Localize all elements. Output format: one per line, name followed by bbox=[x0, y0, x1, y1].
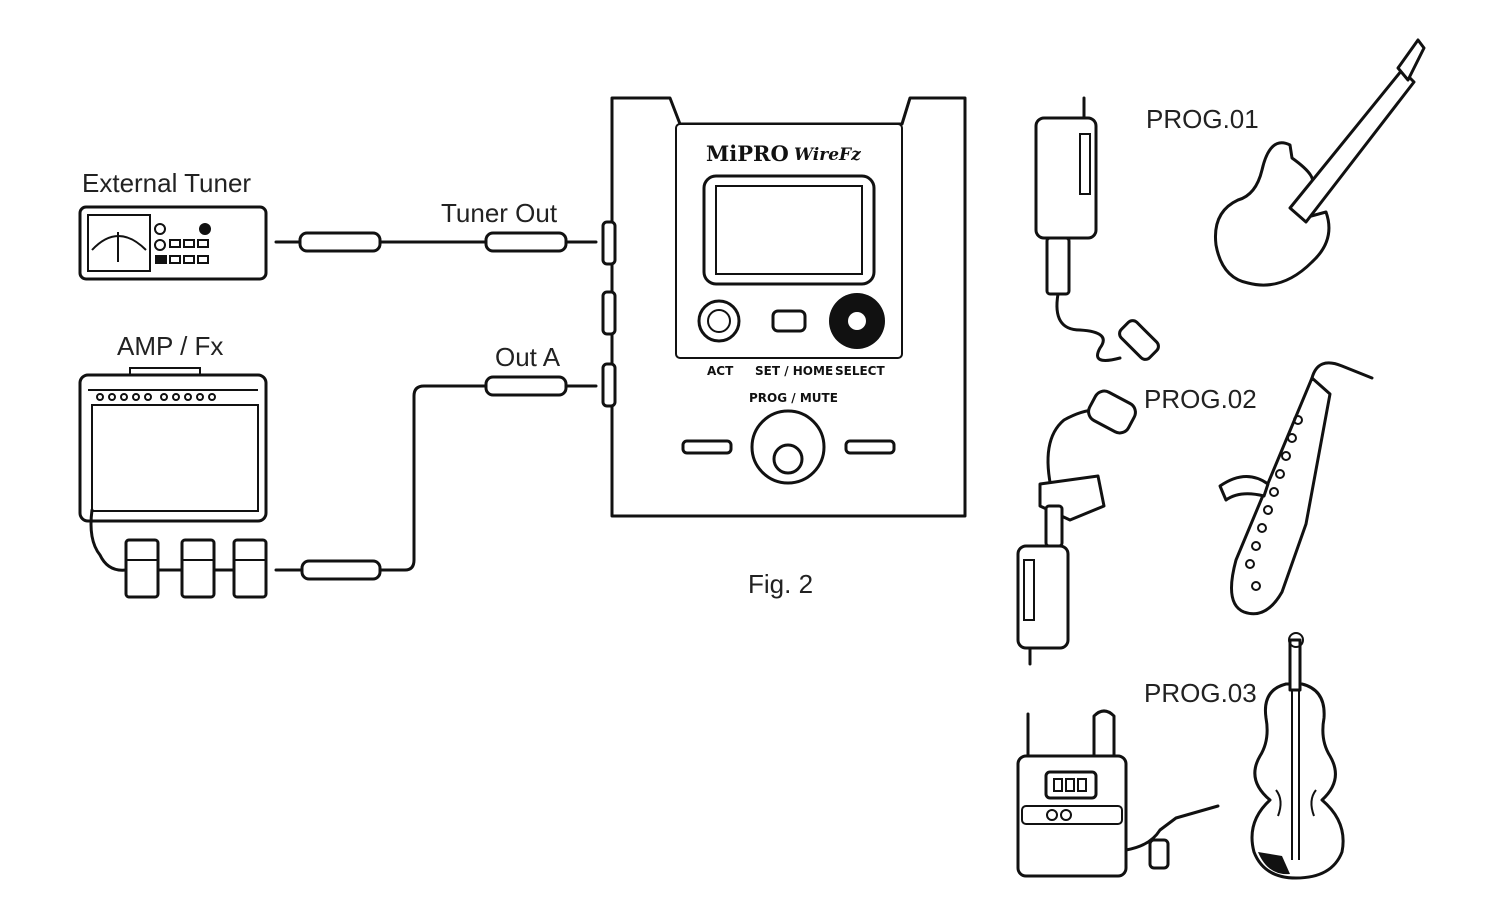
act-button-label: ACT bbox=[707, 364, 734, 378]
tuner-out-cable bbox=[274, 231, 598, 253]
external-tuner-label: External Tuner bbox=[82, 168, 252, 198]
brand-logo: MiPRO bbox=[706, 141, 789, 166]
mipro-device bbox=[601, 96, 967, 518]
violin-icon bbox=[1250, 632, 1345, 880]
prog-mute-switch-label: PROG / MUTE bbox=[749, 391, 838, 405]
out-a-cable bbox=[274, 375, 598, 581]
model-logo: WireFz bbox=[794, 145, 861, 165]
tuner-out-label: Tuner Out bbox=[441, 198, 558, 228]
clip-microphone-transmitter-icon bbox=[1016, 389, 1137, 666]
figure-caption: Fig. 2 bbox=[748, 569, 814, 599]
bodypack-transmitter-guitar-icon bbox=[1034, 96, 1160, 362]
out-a-label: Out A bbox=[495, 342, 561, 372]
bodypack-lavalier-icon bbox=[1016, 709, 1220, 878]
prog-02-label: PROG.02 bbox=[1144, 384, 1257, 414]
amplifier-icon bbox=[78, 367, 268, 523]
external-tuner-icon bbox=[78, 205, 268, 281]
electric-guitar-icon bbox=[1213, 38, 1426, 287]
prog-03-label: PROG.03 bbox=[1144, 678, 1257, 708]
prog-01-label: PROG.01 bbox=[1146, 104, 1259, 134]
effect-pedals-icon bbox=[89, 508, 268, 599]
saxophone-icon bbox=[1218, 361, 1374, 616]
select-knob-label: SELECT bbox=[835, 364, 885, 378]
amp-fx-label: AMP / Fx bbox=[117, 331, 224, 361]
set-home-button-label: SET / HOME bbox=[755, 364, 834, 378]
